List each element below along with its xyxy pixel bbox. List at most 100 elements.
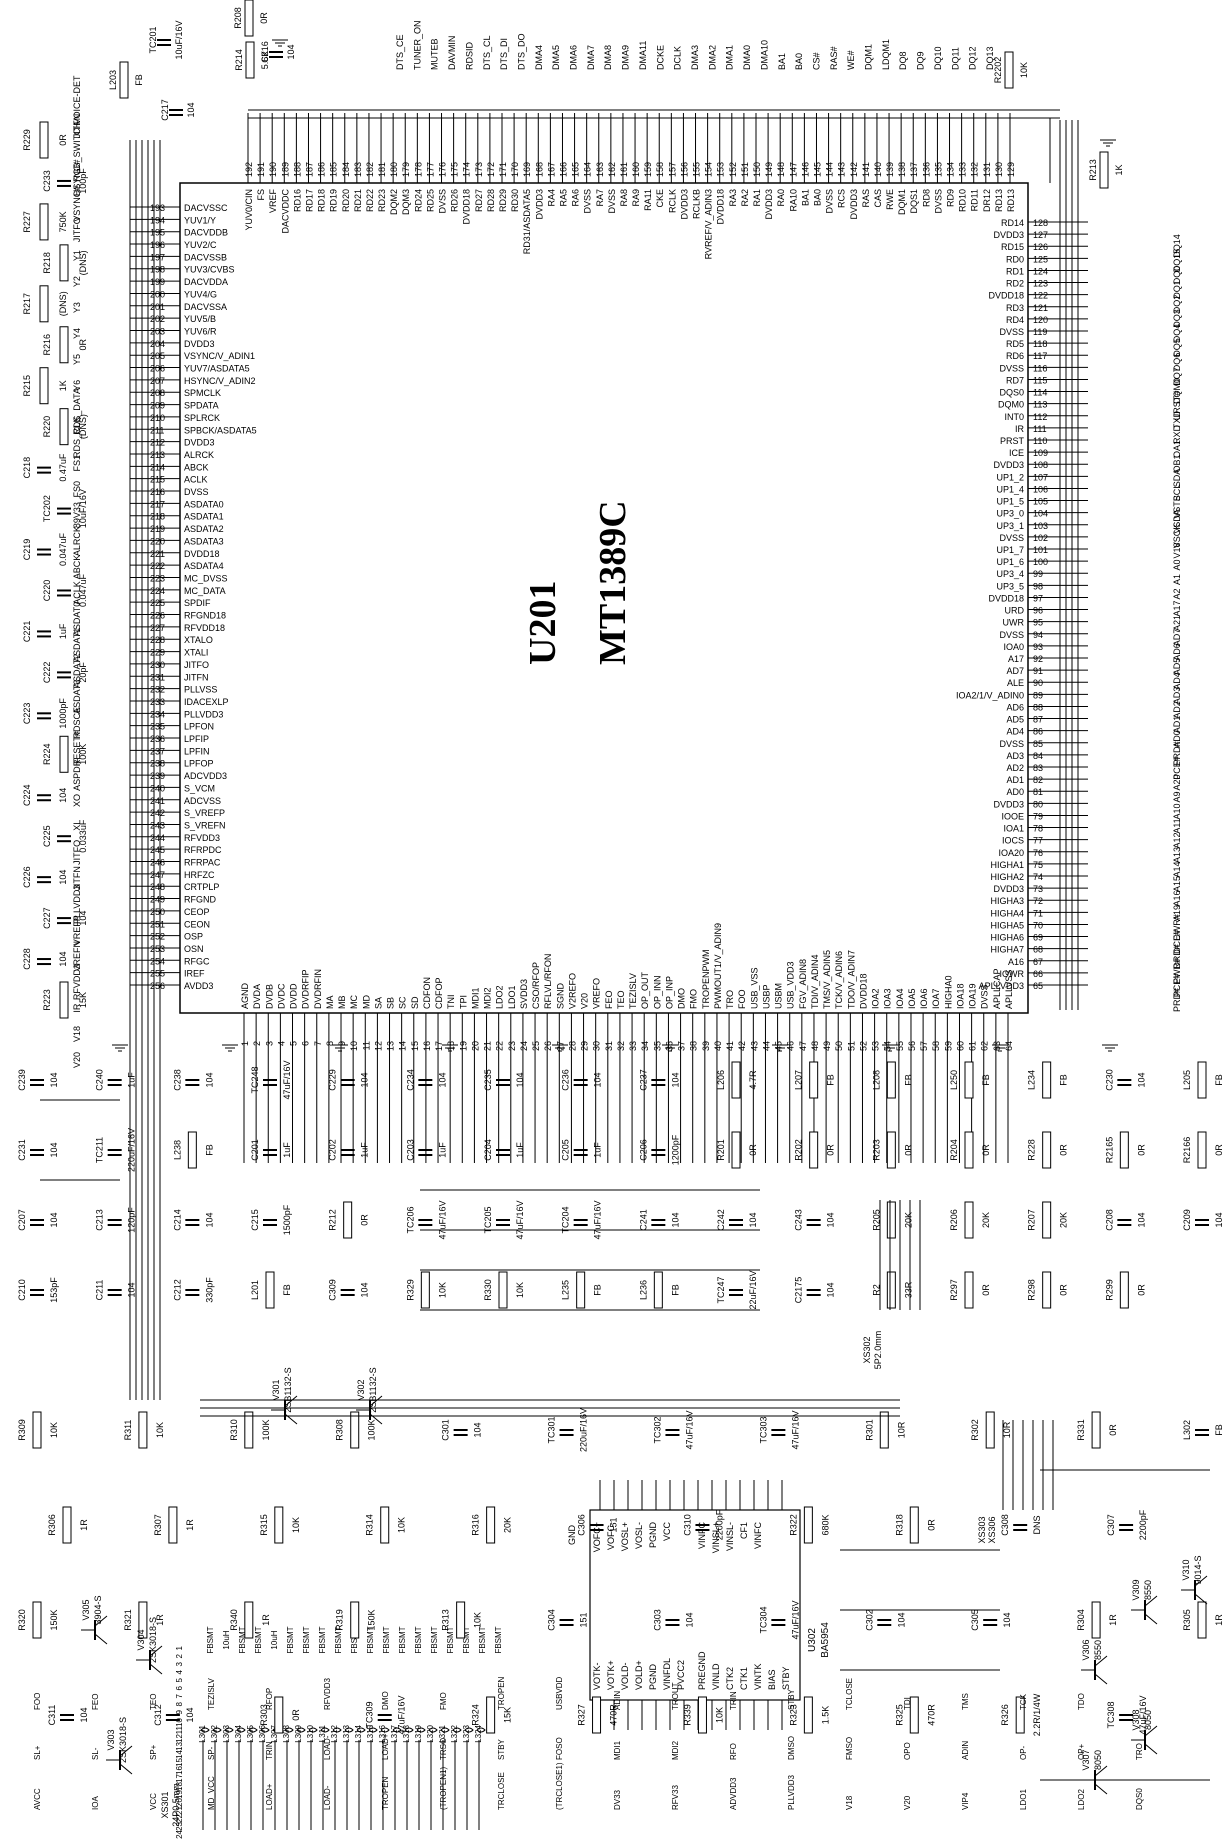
component-ref: R204	[949, 1139, 959, 1161]
pin-number: 120	[1033, 315, 1048, 325]
pin-name: RD19	[329, 189, 339, 212]
inductor-coil	[380, 1727, 390, 1733]
pin-number: 212	[150, 438, 165, 448]
ffc-inductor-ref: L308	[282, 1724, 291, 1742]
pin-number: 244	[150, 833, 165, 843]
resistor-body	[1119, 1131, 1129, 1169]
resistor-body	[886, 1201, 896, 1239]
resistor-body	[59, 735, 69, 773]
pin-name: USBP	[761, 984, 771, 1009]
power-net-label: STBY	[497, 1738, 506, 1760]
pin-number: 59	[943, 1041, 953, 1051]
component-ref: C228	[22, 948, 32, 970]
power-net-label: MDI1	[613, 1740, 622, 1760]
component-ref: C236	[561, 1069, 571, 1091]
pin-name: ASDATA3	[184, 536, 224, 546]
component-ref: C207	[17, 1209, 27, 1231]
pin-number: 90	[1033, 678, 1043, 688]
component-value: 1.5K	[820, 1706, 830, 1725]
component-value: 10K	[473, 1612, 483, 1628]
pin-number: 98	[1033, 581, 1043, 591]
component-ref: C235	[483, 1069, 493, 1091]
power-net-label: TEZISLV	[207, 1677, 216, 1710]
pin-name: RD17	[304, 189, 314, 212]
pin-name: SA	[373, 997, 383, 1009]
resistor-body	[350, 1411, 360, 1449]
component-value: 120pF	[127, 1207, 137, 1233]
net-label: DQ0	[1172, 266, 1182, 285]
pin-number: 206	[150, 364, 165, 374]
pin-name: YUV1/Y	[184, 215, 216, 225]
ffc-pin-number: 6	[175, 1685, 184, 1690]
resistor-body	[879, 1411, 889, 1449]
pin-number: 95	[1033, 618, 1043, 628]
pin-number: 210	[150, 413, 165, 423]
pin-number: 250	[150, 907, 165, 917]
component-value: FB	[903, 1074, 913, 1086]
capacitor-symbol	[1013, 1524, 1028, 1531]
power-net-label: DV33	[613, 1789, 622, 1810]
pin-number: 196	[150, 240, 165, 250]
resistor-body	[39, 121, 49, 159]
pin-number: 205	[150, 351, 165, 361]
component-value: 15K	[78, 992, 88, 1008]
pin-number: 33	[628, 1041, 638, 1051]
pin-name: USB_VSS	[749, 967, 759, 1009]
pin-number: 5	[289, 1041, 299, 1046]
pin-name: RD24	[413, 189, 423, 212]
pin-name: A17	[1008, 654, 1024, 664]
pin-number: 218	[150, 512, 165, 522]
pin-number: 211	[150, 425, 164, 435]
pin-name: DVDD	[289, 983, 299, 1009]
ffc-label: FBSMT	[366, 1626, 375, 1653]
pin-name: S_VCM	[184, 783, 215, 793]
inductor-coil	[200, 1727, 210, 1733]
pin-name: PLLVSS	[184, 685, 217, 695]
ffc-inductor-ref: L318	[402, 1724, 411, 1742]
component-value: 680K	[820, 1514, 830, 1535]
pin-number: 194	[150, 215, 165, 225]
pin-number: 23	[507, 1041, 517, 1051]
capacitor-symbol	[57, 835, 71, 843]
pin-name: RD9	[946, 189, 956, 207]
pin-number: 40	[713, 1041, 723, 1051]
component-ref: C234	[405, 1069, 415, 1091]
pin-name: RD26	[450, 189, 460, 212]
pin-name: DVDD3	[534, 189, 544, 220]
driver-pin-name: VOFC-	[606, 1522, 616, 1550]
capacitor-symbol	[37, 712, 51, 720]
pin-name: HSYNC/V_ADIN2	[184, 376, 256, 386]
net-label: BA0	[794, 53, 804, 70]
component-ref: L238	[172, 1140, 182, 1160]
resistor-body	[1119, 1271, 1129, 1309]
pins-top-group: 192YUV0/CIN191FS190VREF189DACVDDC188RD16…	[244, 113, 1016, 259]
pin-number: 61	[968, 1041, 978, 1051]
pin-name: DVDD18	[184, 549, 220, 559]
pin-number: 91	[1033, 666, 1043, 676]
capacitor-symbol	[1119, 1524, 1134, 1531]
net-label: DQ13	[985, 46, 995, 70]
pin-number: 121	[1033, 303, 1048, 313]
power-net-label: TRO	[1135, 1743, 1144, 1760]
pin-name: VREF	[268, 189, 278, 214]
transistor-ref: V303	[106, 1729, 116, 1750]
pin-name: HIGHA2	[990, 872, 1024, 882]
component-ref: C2175	[794, 1277, 804, 1304]
net-label: DCLK	[673, 46, 683, 70]
ground-symbol	[662, 1044, 678, 1052]
transistor-symbol	[1081, 1655, 1108, 1685]
component-ref: R2	[871, 1284, 881, 1296]
pin-name: FEO	[604, 990, 614, 1009]
pin-number: 243	[150, 820, 165, 830]
pin-name: ASDATA2	[184, 524, 224, 534]
resistor-body	[1042, 1201, 1052, 1239]
component-value: 33R	[903, 1281, 913, 1298]
pin-name: DVDD18	[462, 189, 472, 225]
chip-body	[179, 182, 1029, 1014]
pin-name: DVDD3	[184, 438, 215, 448]
pin-number: 216	[150, 487, 165, 497]
component-value: FB	[282, 1284, 292, 1296]
pin-number: 237	[150, 746, 165, 756]
pin-name: AD3	[1006, 751, 1024, 761]
ffc-pin-number: 22	[175, 1813, 184, 1822]
